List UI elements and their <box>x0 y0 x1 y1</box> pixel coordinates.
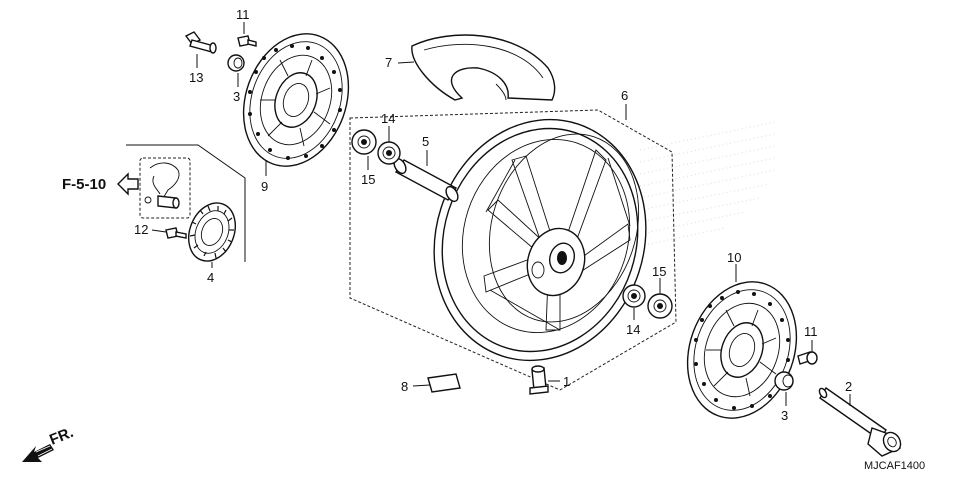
disc-right <box>686 281 798 419</box>
callout-11-left: 11 <box>236 7 250 22</box>
callout-15-left: 15 <box>361 172 375 187</box>
callout-15-right: 15 <box>652 264 666 279</box>
callout-line-7 <box>397 61 415 64</box>
bolt-right <box>797 351 818 365</box>
callout-5: 5 <box>422 134 429 149</box>
callout-7: 7 <box>385 55 392 70</box>
sensor-inset-bracket <box>126 144 246 262</box>
bolt-left <box>237 35 257 47</box>
wheel <box>433 118 647 362</box>
wheel-assembly-boundary <box>349 109 677 391</box>
background-shading <box>639 121 776 247</box>
sensor-bolt <box>165 227 187 239</box>
pulser-ring <box>188 202 236 262</box>
callout-3-left: 3 <box>233 89 240 104</box>
callout-6: 6 <box>621 88 628 103</box>
axle <box>818 386 902 457</box>
callout-11-right: 11 <box>804 324 818 339</box>
valve <box>529 365 549 395</box>
callout-12: 12 <box>134 222 148 237</box>
bearing-left <box>377 141 401 165</box>
collar-left <box>227 54 245 72</box>
balance-weight <box>427 373 461 393</box>
seal-left <box>351 129 377 155</box>
callout-8: 8 <box>401 379 408 394</box>
callout-14-left: 14 <box>381 111 395 126</box>
distance-collar <box>393 157 459 203</box>
callout-10: 10 <box>727 250 741 265</box>
reference-arrow <box>117 172 139 196</box>
front-indicator-label: FR. <box>47 424 76 449</box>
callout-line-12 <box>151 229 167 233</box>
bearing-right <box>622 284 646 308</box>
seal-right <box>647 293 673 319</box>
callout-4: 4 <box>207 270 214 285</box>
reference-label[interactable]: F-5-10 <box>62 176 106 193</box>
callout-line-8 <box>412 384 431 387</box>
wheel-speed-sensor <box>139 157 191 219</box>
callout-3-right: 3 <box>781 408 788 423</box>
flange-bolt <box>184 31 217 54</box>
tire <box>411 34 556 101</box>
callout-13: 13 <box>189 70 203 85</box>
front-arrow-icon <box>22 444 54 462</box>
disc-left <box>242 33 350 167</box>
callout-2: 2 <box>845 379 852 394</box>
front-indicator <box>22 444 54 462</box>
callout-1: 1 <box>563 374 570 389</box>
callout-14-right: 14 <box>626 322 640 337</box>
collar-right <box>774 371 794 391</box>
callout-9: 9 <box>261 179 268 194</box>
diagram-code: MJCAF1400 <box>864 460 925 472</box>
left-arrow-icon <box>117 172 139 196</box>
